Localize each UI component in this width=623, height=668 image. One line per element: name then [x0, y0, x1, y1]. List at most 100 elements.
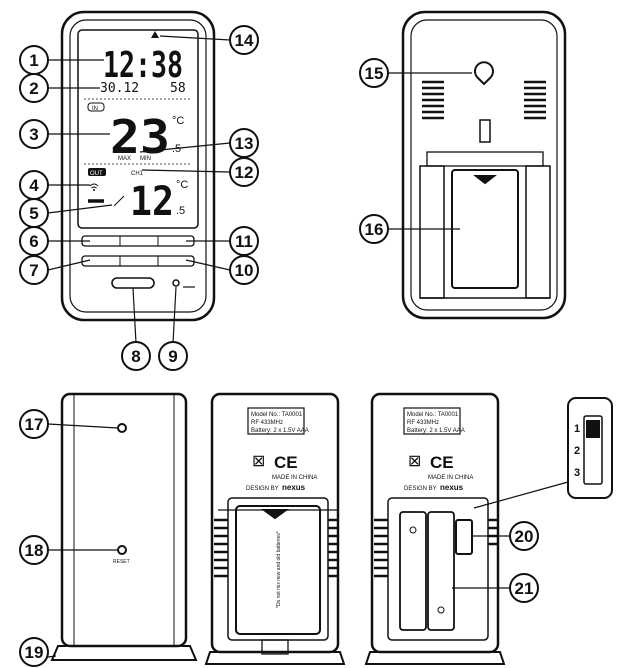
callout-10: 10: [229, 255, 259, 285]
made-in-label-a: MADE IN CHINA: [272, 475, 317, 481]
callout-13: 13: [229, 128, 259, 158]
svg-text:11: 11: [235, 232, 253, 251]
reset-label: RESET: [113, 559, 130, 565]
svg-text:1: 1: [29, 51, 38, 70]
callout-14: 14: [229, 25, 259, 55]
ce-mark-a: CE: [274, 453, 298, 472]
outdoor-decimal: .5: [176, 205, 185, 217]
in-tag-label: IN: [92, 106, 98, 112]
callout-4: 4: [19, 170, 49, 200]
svg-text:6: 6: [29, 232, 38, 251]
switch-position-3: 3: [574, 467, 580, 479]
brand-name-a: nexus: [282, 483, 306, 492]
sensor-open-labels: Model No.: TA0001 RF 433MHz Battery: 2 x…: [404, 412, 580, 492]
lcd-seconds: 58: [170, 81, 186, 96]
battery-spec-a: Battery: 2 x 1.5V AAA: [251, 428, 309, 434]
indoor-temperature: 23: [110, 110, 170, 164]
ce-mark-b: CE: [430, 453, 454, 472]
vent-right: [524, 80, 546, 120]
vent-left: [422, 80, 444, 120]
svg-text:3: 3: [29, 125, 38, 144]
callout-12: 12: [229, 157, 259, 187]
indoor-celsius: °C: [172, 115, 184, 127]
callout-7: 7: [19, 255, 49, 285]
callout-16: 16: [359, 214, 389, 244]
battery-cover: [451, 169, 519, 289]
battery-cell-1: [399, 511, 427, 631]
channel-switch-detail: [567, 397, 613, 499]
svg-text:12: 12: [235, 163, 254, 182]
callout-11: 11: [229, 226, 259, 256]
min-label: MIN: [140, 156, 151, 162]
outdoor-temperature: 12: [130, 179, 174, 225]
callout-2: 2: [19, 73, 49, 103]
design-by-label-b: DESIGN BY: [404, 486, 437, 492]
callout-5: 5: [19, 198, 49, 228]
switch-position-1: 1: [574, 423, 580, 435]
svg-text:19: 19: [25, 643, 44, 662]
signal-triangle-icon: [151, 31, 159, 38]
callouts: 1 2 3 4 5 6 7 8 9 10 11 12 13 14 15 16 1…: [19, 25, 539, 667]
sensor-back-labels: Model No.: TA0001 RF 433MHz Battery: 2 x…: [246, 412, 317, 608]
reset-button-icon: [117, 545, 127, 555]
svg-text:17: 17: [25, 415, 44, 434]
svg-text:14: 14: [235, 31, 254, 50]
svg-text:9: 9: [168, 347, 177, 366]
out-tag-label: OUT: [90, 171, 103, 177]
front-view: [60, 10, 216, 322]
rf-frequency-a: RF 433MHz: [251, 420, 283, 426]
callout-3: 3: [19, 119, 49, 149]
callout-1: 1: [19, 45, 49, 75]
sensor-led-icon: [117, 423, 127, 433]
callout-18: 18: [19, 535, 49, 565]
sensor-battery-cover: [235, 505, 321, 635]
sensor-open-view: [364, 392, 613, 665]
hanging-hole-icon: [474, 61, 494, 86]
sensor-front-view: RESET: [50, 392, 198, 661]
svg-text:10: 10: [235, 261, 254, 280]
lcd-time: 12:38: [103, 45, 183, 86]
callout-21: 21: [509, 573, 539, 603]
channel-label: CH1: [131, 171, 144, 177]
model-number-b: Model No.: TA0001: [407, 412, 459, 418]
weee-bin-icon-b: ⊠: [408, 453, 421, 470]
callout-19: 19: [19, 637, 49, 667]
svg-text:16: 16: [365, 220, 384, 239]
callout-17: 17: [19, 409, 49, 439]
brand-name-b: nexus: [440, 483, 464, 492]
design-by-label-a: DESIGN BY: [246, 486, 279, 492]
callout-9: 9: [158, 341, 188, 371]
weee-bin-icon: ⊠: [252, 453, 265, 470]
svg-text:8: 8: [131, 347, 140, 366]
sensor-back-view: [204, 392, 346, 665]
made-in-label-b: MADE IN CHINA: [428, 475, 473, 481]
battery-note: *Do not mix new and old batteries*: [276, 531, 282, 608]
battery-spec-b: Battery: 2 x 1.5V AAA: [407, 428, 465, 434]
callout-8: 8: [121, 341, 151, 371]
lcd-date: 30.12: [100, 81, 139, 96]
indoor-decimal: .5: [172, 143, 181, 155]
callout-leaders: [47, 35, 510, 658]
svg-text:15: 15: [365, 64, 384, 83]
battery-cell-2: [427, 511, 455, 631]
callout-20: 20: [509, 521, 539, 551]
back-view: [401, 10, 567, 320]
svg-text:13: 13: [235, 134, 254, 153]
callout-15: 15: [359, 58, 389, 88]
svg-text:20: 20: [515, 527, 534, 546]
max-label: MAX: [118, 156, 131, 162]
outdoor-celsius: °C: [176, 179, 188, 191]
switch-position-2: 2: [574, 445, 580, 457]
callout-6: 6: [19, 226, 49, 256]
svg-text:4: 4: [29, 176, 39, 195]
wifi-signal-icon: [89, 183, 99, 189]
svg-text:7: 7: [29, 261, 38, 280]
svg-text:21: 21: [515, 579, 534, 598]
svg-text:2: 2: [29, 79, 38, 98]
svg-text:18: 18: [25, 541, 44, 560]
out-tag: [88, 168, 106, 176]
lcd-display: 12:38 30.12 58 IN 23 °C .5 MAX MIN OUT C…: [84, 31, 192, 225]
in-tag: [87, 102, 105, 112]
svg-text:5: 5: [29, 204, 38, 223]
